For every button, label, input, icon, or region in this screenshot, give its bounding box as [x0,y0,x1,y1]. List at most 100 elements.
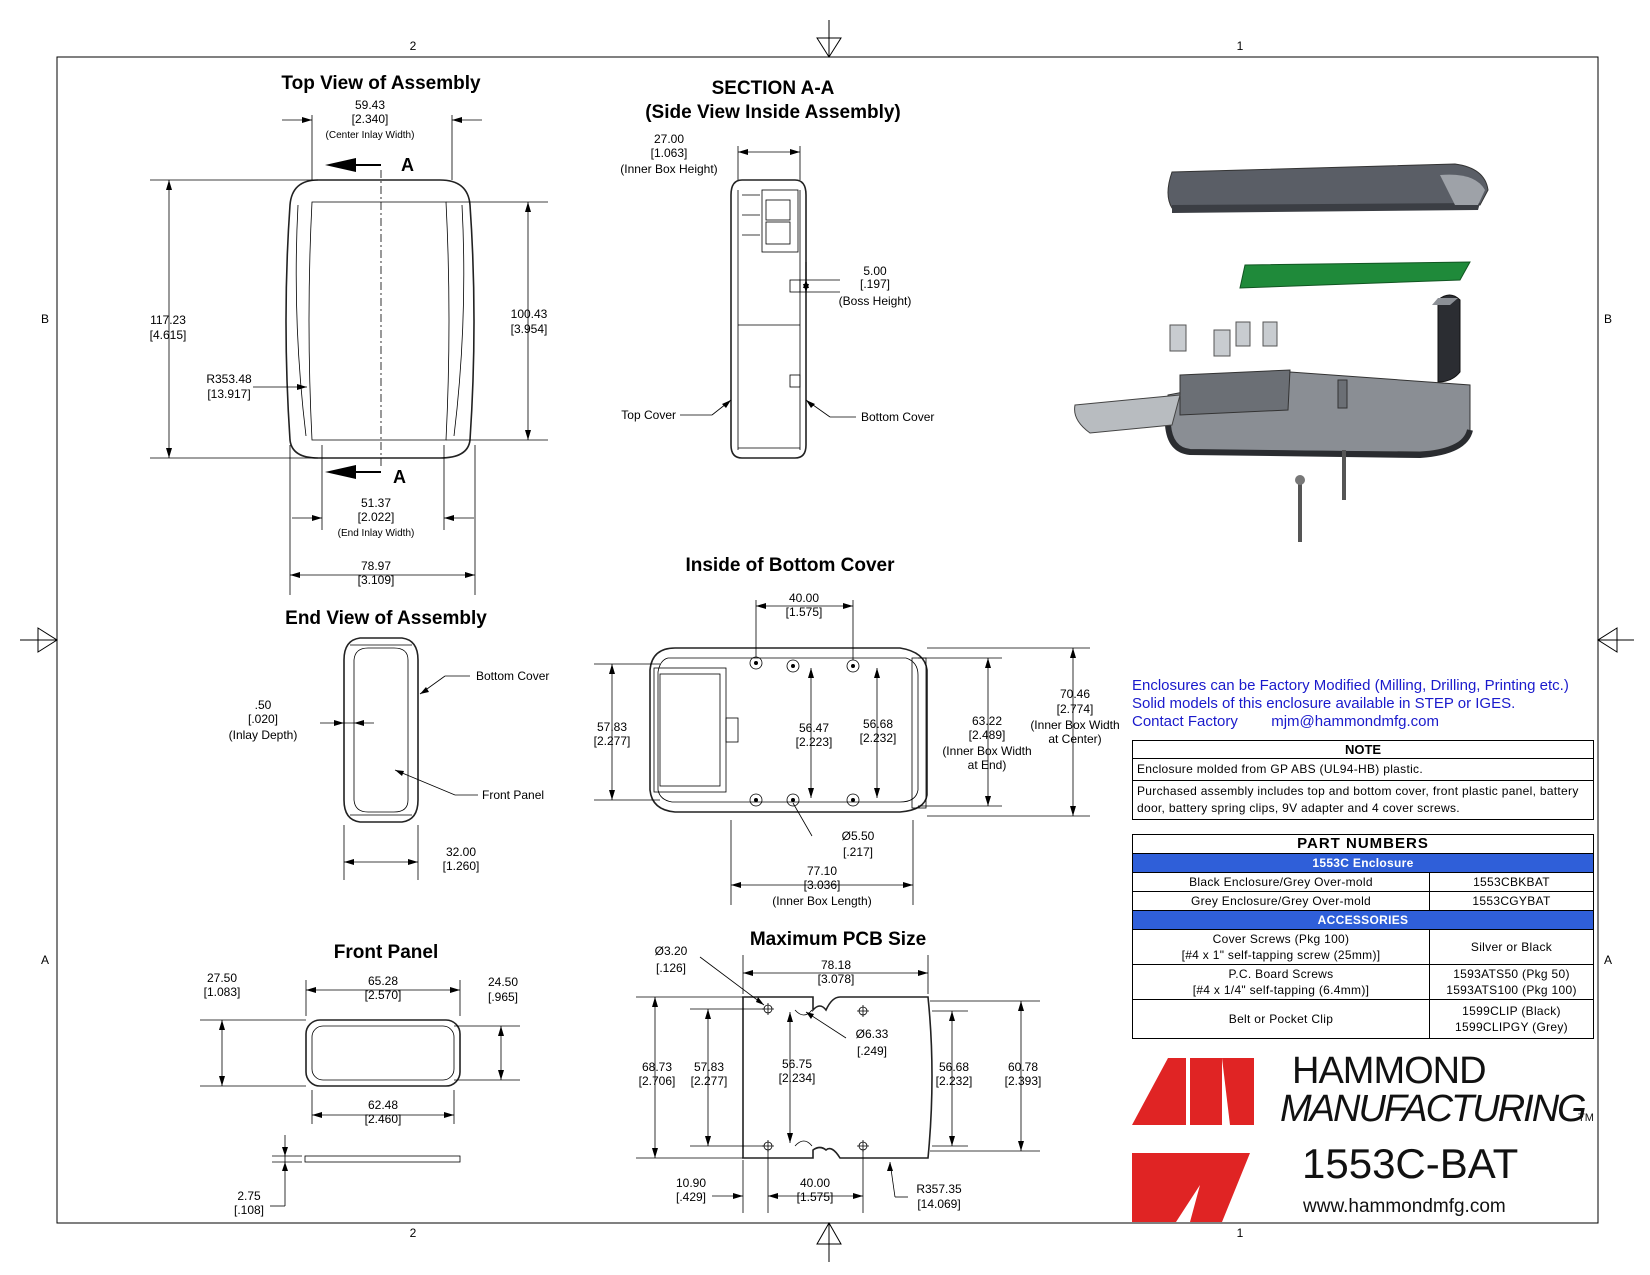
dim-value: [1.260] [443,859,480,873]
info-line: Contact Factory mjm@hammondmfg.com [1132,713,1602,731]
dim-value: 60.78 [1008,1060,1038,1074]
table-row: Black Enclosure/Grey Over-mold 1553CBKBA… [1132,872,1594,892]
section-view-outline [730,179,807,459]
dim-label: (Center Inlay Width) [326,130,415,141]
dim-value: [2.774] [1057,702,1094,716]
row-marker: B [41,312,49,326]
dim-label: (Inner Box Width [1030,718,1119,732]
part-number: 1599CLIP (Black)1599CLIPGY (Grey) [1429,999,1594,1039]
dim-value: [2.393] [1005,1074,1042,1088]
section-header: ACCESSORIES [1132,910,1594,930]
brand-name-2: MANUFACTURING [1280,1088,1587,1130]
front-panel-title: Front Panel [334,942,439,963]
end-view-outline [343,637,419,823]
bottom-cover-outline [649,647,928,813]
contact-email[interactable]: mjm@hammondmfg.com [1271,713,1439,730]
dim-value: [2.706] [639,1074,676,1088]
dim-value: [2.022] [358,510,395,524]
top-view-outline [285,158,475,479]
dim-value: [2.223] [796,735,833,749]
section-header: 1553C Enclosure [1132,853,1594,873]
row-marker: B [1604,312,1612,326]
section-marker: A [393,467,406,487]
hammond-logo [1132,1058,1254,1222]
dim-value: [.217] [843,845,873,859]
part-desc: Grey Enclosure/Grey Over-mold [1132,891,1430,911]
dim-value: 56.68 [863,717,893,731]
dim-value: [2.234] [779,1071,816,1085]
dim-arrows [722,149,815,408]
section-view-title: SECTION A-A [712,78,835,99]
dim-lines [200,980,520,1207]
part-numbers-heading: PART NUMBERS [1132,834,1594,854]
dim-value: 51.37 [361,496,391,510]
dim-value: 59.43 [355,98,385,112]
part-line: 1593ATS100 (Pkg 100) [1446,983,1577,997]
info-line: Enclosures can be Factory Modified (Mill… [1132,677,1569,694]
contact-label: Contact Factory [1132,713,1238,730]
dim-value: [2.489] [969,728,1006,742]
dim-value: [3.954] [511,322,548,336]
dim-value: [2.277] [594,734,631,748]
website-link[interactable]: www.hammondmfg.com [1303,1196,1506,1217]
part-number: 1553CBKBAT [1429,872,1594,892]
dim-value: [2.460] [365,1112,402,1126]
pcb-outline [742,996,933,1159]
desc-line: Cover Screws (Pkg 100) [1212,932,1350,946]
row-marker: A [41,953,49,967]
dim-value: [3.036] [804,878,841,892]
dim-value: [2.232] [936,1074,973,1088]
dim-value: [2.277] [691,1074,728,1088]
dim-value: [.126] [656,961,686,975]
dim-arrows [609,603,1076,888]
dim-value: [3.078] [818,972,855,986]
top-view-title: Top View of Assembly [281,73,481,94]
desc-line: [#4 x 1" self-tapping screw (25mm)] [1181,948,1381,962]
part-desc: Belt or Pocket Clip [1132,999,1430,1039]
dim-label: (End Inlay Width) [338,528,415,539]
dim-value: 27.50 [207,971,237,985]
dim-value: [3.109] [358,573,395,587]
dim-arrows [166,117,531,578]
dim-arrows [219,987,504,1171]
part-numbers-table: PART NUMBERS 1553C Enclosure Black Enclo… [1132,834,1594,1039]
row-marker: A [1604,953,1612,967]
dim-value: 70.46 [1060,687,1090,701]
dim-value: 57.83 [694,1060,724,1074]
dim-lines [636,955,1040,1213]
table-row: Belt or Pocket Clip 1599CLIP (Black)1599… [1132,999,1594,1039]
callout-bottom-cover: Bottom Cover [476,669,549,683]
dim-value: [2.232] [860,731,897,745]
part-desc: Black Enclosure/Grey Over-mold [1132,872,1430,892]
dim-value: [.429] [676,1190,706,1204]
dim-label: (Inner Box Height) [620,162,717,176]
part-line: 1599CLIP (Black) [1462,1004,1561,1018]
exploded-assembly-image [1074,163,1489,542]
col-marker: 1 [1237,1226,1244,1240]
dim-value: 56.68 [939,1060,969,1074]
desc-line: [#4 x 1/4" self-tapping (6.4mm)] [1192,983,1370,997]
dim-value: 62.48 [368,1098,398,1112]
dim-value: [14.069] [917,1197,960,1211]
dim-value: 78.97 [361,559,391,573]
info-line: Solid models of this enclosure available… [1132,695,1516,712]
dim-value: [.020] [248,712,278,726]
dim-value: 40.00 [800,1176,830,1190]
dim-value: Ø6.33 [856,1027,889,1041]
dim-label: at End) [968,758,1007,772]
dim-lines [320,675,478,880]
dim-value: R357.35 [916,1182,962,1196]
dim-value: 78.18 [821,958,851,972]
dim-value: Ø5.50 [842,829,875,843]
table-row: Cover Screws (Pkg 100) [#4 x 1" self-tapp… [1132,929,1594,965]
dim-value: [.197] [860,277,890,291]
dim-value: [1.083] [204,985,241,999]
centering-marks [20,20,1634,1262]
note-box: NOTE Enclosure molded from GP ABS (UL94-… [1132,740,1594,820]
end-view-title: End View of Assembly [285,608,487,629]
dim-lines [150,115,548,595]
dim-label: (Inlay Depth) [229,728,298,742]
dim-value: 77.10 [807,864,837,878]
front-panel-outline [304,1019,461,1163]
